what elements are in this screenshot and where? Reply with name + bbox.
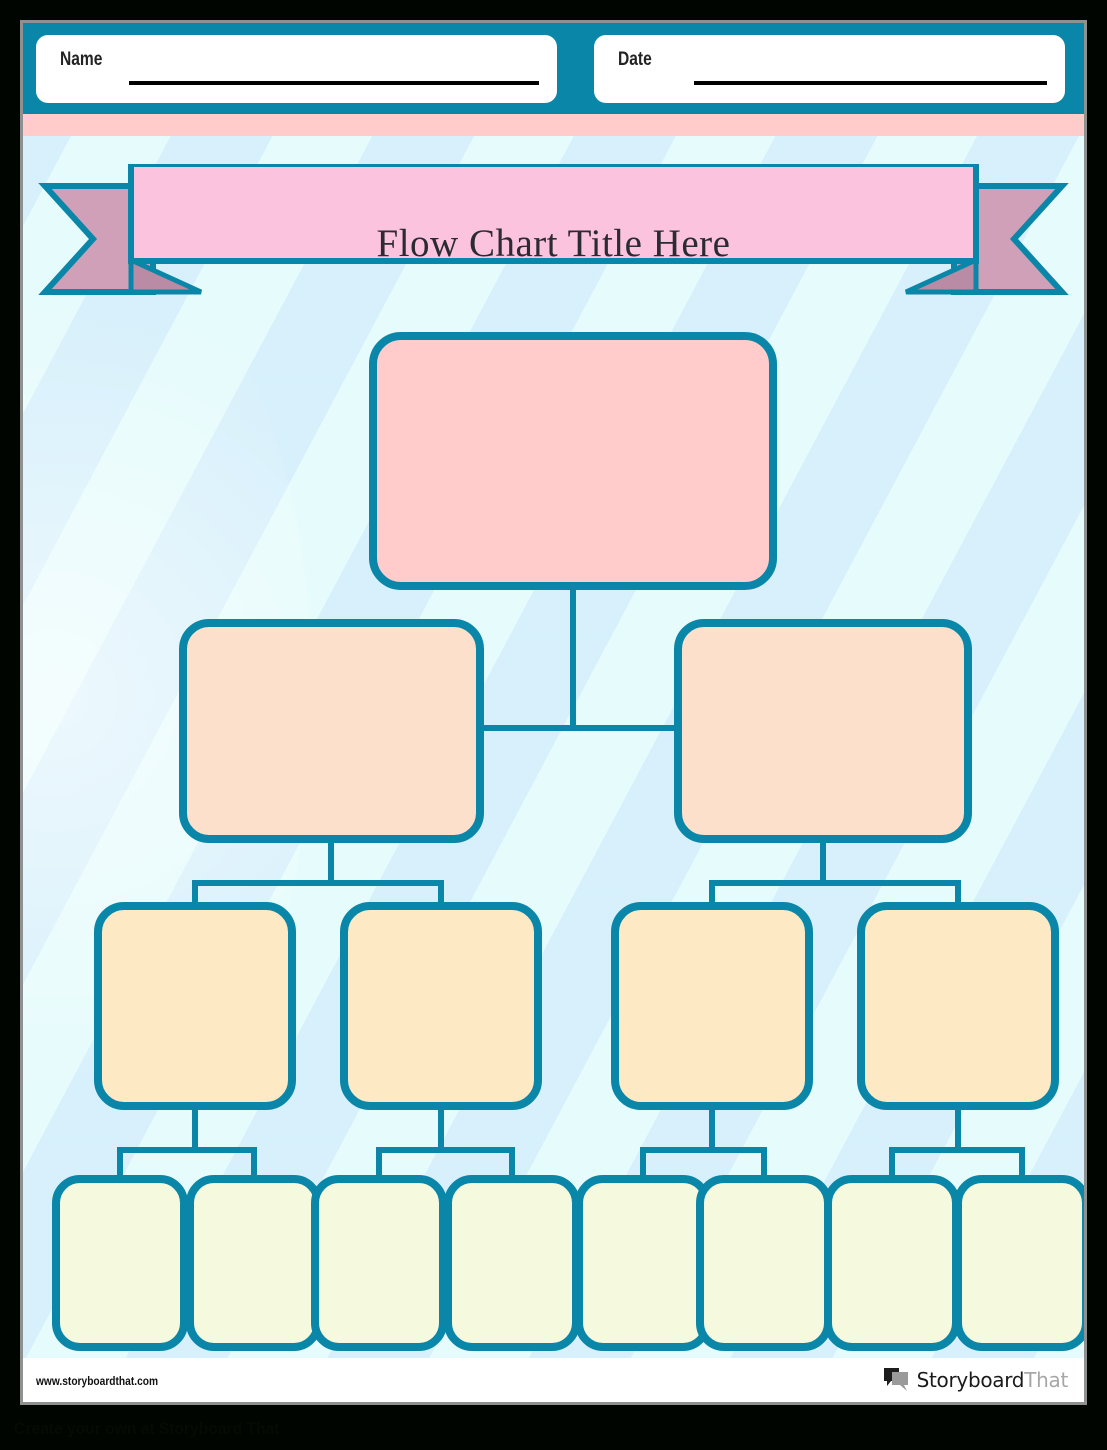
- name-field[interactable]: Name: [36, 35, 557, 103]
- flow-node-level3-3: [611, 902, 813, 1110]
- name-label: Name: [60, 49, 103, 70]
- logo-word-storyboard: Storyboard: [916, 1367, 1025, 1392]
- flow-node-level3-4: [857, 902, 1059, 1110]
- flow-chart: [23, 136, 1084, 1358]
- speech-bubble-icon: [883, 1367, 910, 1392]
- flow-node-level2-right: [674, 619, 972, 843]
- header-bar: Name Date: [23, 23, 1084, 114]
- date-label: Date: [618, 49, 652, 70]
- flow-node-level4-7: [824, 1175, 960, 1351]
- logo-word-that: That: [1024, 1367, 1068, 1392]
- worksheet-sheet: Name Date: [20, 20, 1087, 1405]
- pink-divider-strip: [23, 114, 1084, 136]
- flow-node-level3-2: [340, 902, 542, 1110]
- flow-node-level4-5: [575, 1175, 711, 1351]
- ribbon-right-fold: [904, 256, 979, 295]
- date-write-line[interactable]: [694, 81, 1047, 85]
- name-write-line[interactable]: [129, 81, 539, 85]
- flow-node-level4-6: [696, 1175, 832, 1351]
- storyboardthat-logo[interactable]: StoryboardThat: [883, 1367, 1068, 1392]
- flow-node-level4-2: [186, 1175, 322, 1351]
- ribbon-front-band: [128, 164, 979, 264]
- flow-node-level3-1: [94, 902, 296, 1110]
- strapline: Create your own at Storyboard That: [14, 1419, 280, 1438]
- title-ribbon: Flow Chart Title Here: [23, 164, 1084, 314]
- flow-node-level2-left: [179, 619, 484, 843]
- date-field[interactable]: Date: [594, 35, 1065, 103]
- logo-wordmark: StoryboardThat: [916, 1367, 1069, 1392]
- flow-node-level4-3: [311, 1175, 447, 1351]
- flow-node-level4-4: [444, 1175, 580, 1351]
- footer-url[interactable]: www.storyboardthat.com: [36, 1374, 159, 1388]
- flow-node-level4-1: [52, 1175, 188, 1351]
- footer-bar: www.storyboardthat.com StoryboardThat: [23, 1358, 1084, 1402]
- flow-node-level4-8: [954, 1175, 1084, 1351]
- flow-connectors: [117, 583, 1025, 1182]
- worksheet-canvas: Flow Chart Title Here: [23, 136, 1084, 1358]
- ribbon-left-fold: [128, 256, 203, 295]
- flow-node-level1: [369, 332, 777, 590]
- flow-chart-title: Flow Chart Title Here: [376, 222, 731, 265]
